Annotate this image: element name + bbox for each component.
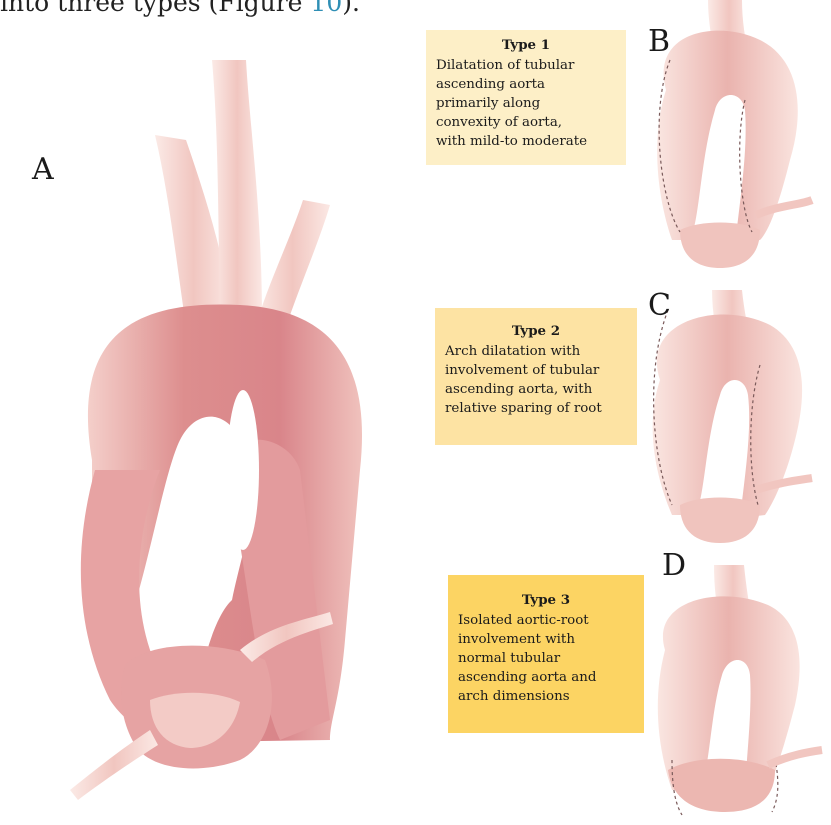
type-1-line: Dilatation of tubular [436, 56, 616, 75]
intro-text: into three types (Figure 10). [0, 0, 360, 17]
type-3-line: arch dimensions [458, 687, 634, 706]
type-1-line: with mild-to moderate [436, 132, 616, 151]
aorta-a [70, 60, 362, 800]
aorta-b [657, 0, 812, 268]
type-3-title: Type 3 [458, 591, 634, 610]
figure-reference-link[interactable]: 10 [310, 0, 342, 17]
type-2-line: relative sparing of root [445, 399, 627, 418]
type-2-line: ascending aorta, with [445, 380, 627, 399]
type-1-line: convexity of aorta, [436, 113, 616, 132]
type-2-title: Type 2 [445, 322, 627, 341]
panel-label-d: D [662, 548, 686, 583]
type-1-line: ascending aorta [436, 75, 616, 94]
type-1-box: Type 1 Dilatation of tubular ascending a… [426, 30, 626, 165]
type-3-line: Isolated aortic-root [458, 611, 634, 630]
aorta-d [658, 565, 822, 815]
type-1-title: Type 1 [436, 36, 616, 55]
type-3-line: ascending aorta and [458, 668, 634, 687]
type-3-line: normal tubular [458, 649, 634, 668]
type-2-box: Type 2 Arch dilatation with involvement … [435, 308, 637, 445]
type-3-line: involvement with [458, 630, 634, 649]
panel-label-a: A [32, 152, 54, 187]
type-1-line: primarily along [436, 94, 616, 113]
type-2-line: involvement of tubular [445, 361, 627, 380]
aorta-c [653, 290, 812, 543]
type-2-line: Arch dilatation with [445, 342, 627, 361]
panel-label-b: B [648, 24, 670, 59]
panel-label-c: C [648, 288, 671, 323]
type-3-box: Type 3 Isolated aortic-root involvement … [448, 575, 644, 733]
